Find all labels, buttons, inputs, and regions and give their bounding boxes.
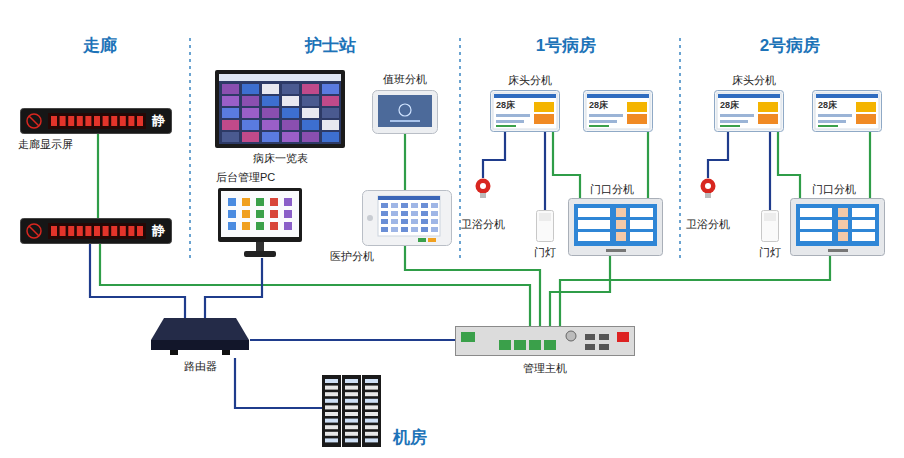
bath-device: 卫浴分机: [475, 178, 491, 198]
doorlight-device: 门灯: [536, 210, 554, 242]
device-label: 卫浴分机: [461, 218, 505, 231]
device-label: 床头分机: [508, 74, 552, 87]
cable-line: [869, 132, 871, 198]
device-label: 机房: [393, 428, 427, 448]
door-device: 门口分机: [790, 198, 885, 256]
pc-device: 后台管理PC: [218, 188, 302, 258]
cable-line: [647, 132, 649, 198]
tablet-device: 值班分机: [372, 90, 438, 134]
led-device: 静: [20, 218, 172, 244]
device-label: 后台管理PC: [216, 171, 275, 184]
screen-text: 28床: [818, 100, 837, 111]
section-title: 护士站: [305, 36, 356, 56]
cable-line: [405, 246, 540, 326]
device-label: 管理主机: [523, 362, 567, 375]
screen-text: 28床: [720, 100, 739, 111]
zone-divider: [679, 38, 680, 262]
cable-line: [205, 258, 262, 318]
host-device: 管理主机: [455, 326, 635, 356]
bath-icon: [475, 178, 491, 198]
cable-line: [708, 132, 728, 178]
device-label: 门口分机: [590, 183, 634, 196]
rack-icon: [322, 375, 382, 447]
screen-text: 静: [152, 223, 165, 239]
section-title: 走廊: [83, 36, 117, 56]
bed-icon: [490, 90, 560, 132]
host-icon: [455, 326, 635, 356]
pc-icon: [218, 188, 302, 258]
tablet-icon: [372, 90, 438, 134]
screen-text: 28床: [496, 100, 515, 111]
cable-line: [250, 339, 455, 341]
device-label: 床头分机: [732, 74, 776, 87]
monitor-device: 病床一览表: [215, 70, 345, 148]
section-title: 2号病房: [760, 36, 820, 56]
cable-line: [553, 132, 580, 198]
device-label: 医护分机: [330, 250, 374, 263]
screen-text: 28床: [589, 100, 608, 111]
led-icon: [20, 108, 172, 134]
device-label: 门口分机: [812, 183, 856, 196]
bath-icon: [700, 178, 716, 198]
doorlight-icon: [761, 210, 779, 242]
zone-divider: [189, 38, 190, 262]
bed-icon: [714, 90, 784, 132]
router-icon: [150, 318, 250, 358]
bed-icon: [812, 90, 882, 132]
bed-device: 28床: [583, 90, 653, 132]
rack-device: 机房: [322, 375, 382, 447]
device-label: 路由器: [184, 360, 217, 373]
device-label: 走廊显示屏: [18, 138, 73, 151]
router-device: 路由器: [150, 318, 250, 358]
door-icon: [790, 198, 885, 256]
led-icon: [20, 218, 172, 244]
bed-device: 床头分机28床: [490, 90, 560, 132]
nurse-device: 医护分机: [362, 190, 452, 246]
bed-icon: [583, 90, 653, 132]
doorlight-device: 门灯: [761, 210, 779, 242]
cable-line: [560, 256, 830, 326]
cable-line: [778, 132, 800, 198]
nurse-icon: [362, 190, 452, 246]
bed-device: 床头分机28床: [714, 90, 784, 132]
device-label: 卫浴分机: [686, 218, 730, 231]
device-label: 病床一览表: [253, 152, 308, 165]
cable-line: [544, 132, 546, 210]
section-title: 1号病房: [536, 36, 596, 56]
bed-device: 28床: [812, 90, 882, 132]
device-label: 值班分机: [383, 73, 427, 86]
cable-line: [404, 134, 406, 190]
doorlight-icon: [536, 210, 554, 242]
door-device: 门口分机: [568, 198, 663, 256]
bath-device: 卫浴分机: [700, 178, 716, 198]
monitor-icon: [215, 70, 345, 148]
door-icon: [568, 198, 663, 256]
led-device: 静走廊显示屏: [20, 108, 172, 134]
cable-line: [90, 244, 185, 318]
cable-line: [100, 244, 530, 326]
cable-line: [97, 134, 99, 218]
zone-divider: [459, 38, 460, 262]
device-label: 门灯: [534, 246, 556, 259]
cable-line: [235, 358, 322, 408]
cable-line: [769, 132, 771, 210]
device-label: 门灯: [759, 246, 781, 259]
cable-line: [483, 132, 505, 178]
screen-text: 静: [152, 113, 165, 129]
